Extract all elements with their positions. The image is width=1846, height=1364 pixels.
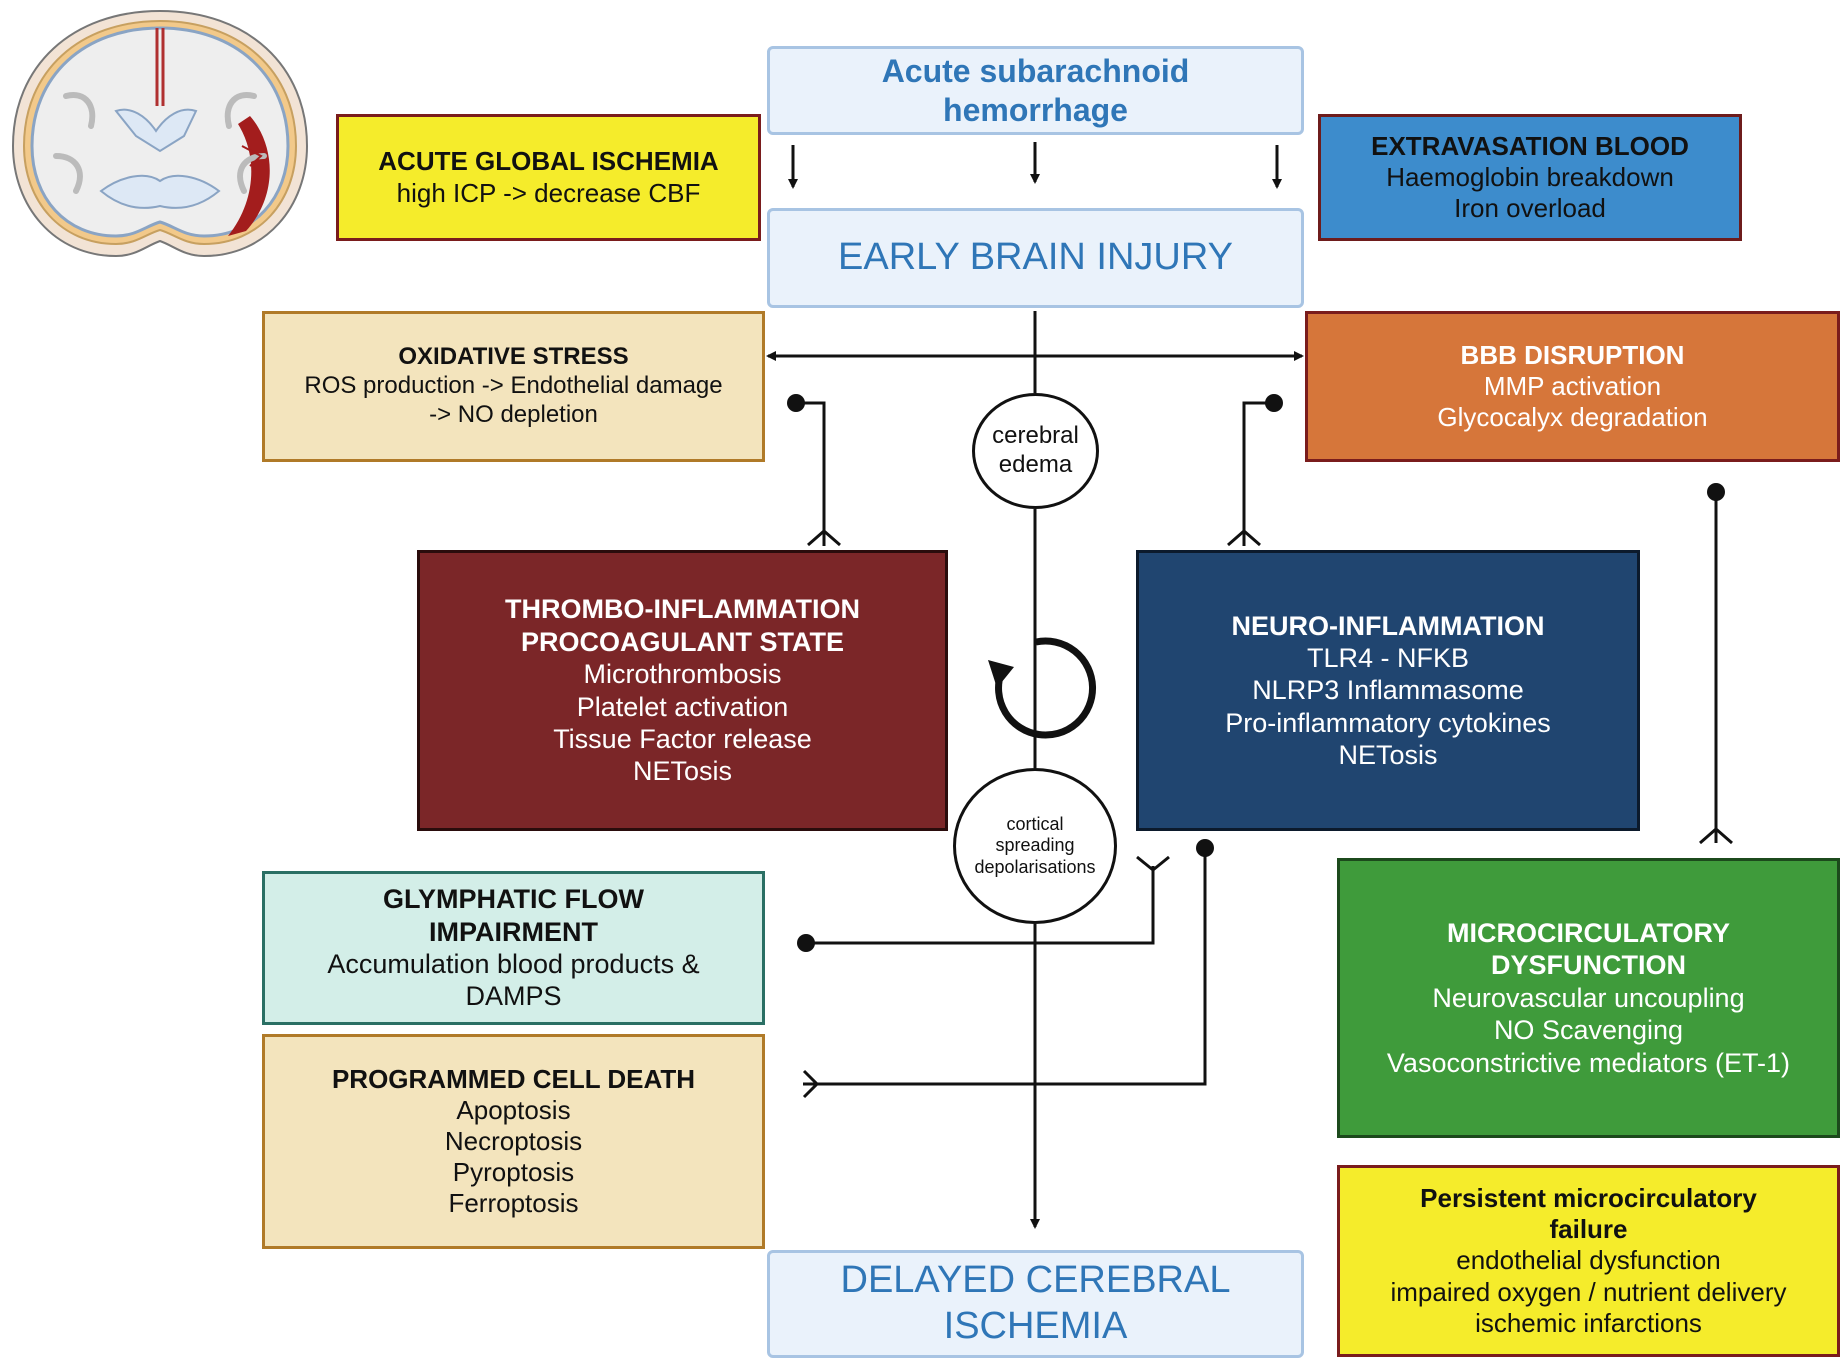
thrombo-line-3: Tissue Factor release [553, 723, 812, 754]
node-microcirculatory-dysfunction: MICROCIRCULATORY DYSFUNCTION Neurovascul… [1337, 858, 1840, 1138]
persistent-title-2: failure [1549, 1214, 1628, 1245]
csd-line-2: spreading [995, 835, 1075, 856]
link-glymphatic [806, 866, 1155, 945]
microcirc-line-2: NO Scavenging [1493, 1015, 1684, 1046]
neuro-line-4: NETosis [1338, 740, 1438, 771]
edema-line-2: edema [998, 451, 1073, 478]
glymphatic-line-1: Accumulation blood products & [327, 949, 700, 979]
circular-cycle-arrow-icon [995, 637, 1097, 739]
neuro-title: NEURO-INFLAMMATION [1231, 610, 1545, 641]
glymphatic-line-2: DAMPS [465, 981, 562, 1012]
bbb-title: BBB DISRUPTION [1460, 339, 1685, 370]
cell-death-title: PROGRAMMED CELL DEATH [331, 1063, 696, 1094]
node-cerebral-edema: cerebral edema [972, 393, 1099, 509]
node-acute-sah: Acute subarachnoid hemorrhage [767, 46, 1304, 135]
thrombo-line-4: NETosis [632, 756, 733, 787]
persistent-line-1: endothelial dysfunction [1456, 1245, 1721, 1276]
microcirc-title-1: MICROCIRCULATORY [1447, 918, 1730, 949]
global-ischemia-line-1: high ICP -> decrease CBF [396, 177, 701, 208]
csd-line-1: cortical [1006, 813, 1064, 834]
node-delayed-cerebral-ischemia: DELAYED CEREBRAL ISCHEMIA [767, 1250, 1304, 1358]
dci-line-1: DELAYED CEREBRAL [840, 1259, 1231, 1302]
microcirc-line-3: Vasoconstrictive mediators (ET-1) [1386, 1047, 1791, 1078]
node-thrombo-inflammation: THROMBO-INFLAMMATION PROCOAGULANT STATE … [417, 550, 948, 831]
neuro-line-2: NLRP3 Inflammasome [1252, 675, 1524, 706]
oxidative-line-2: -> NO depletion [429, 400, 598, 428]
cell-death-line-2: Necroptosis [444, 1125, 583, 1156]
early-brain-injury-title: EARLY BRAIN INJURY [838, 236, 1233, 279]
edema-line-1: cerebral [992, 422, 1079, 450]
node-oxidative-stress: OXIDATIVE STRESS ROS production -> Endot… [262, 311, 765, 462]
thrombo-line-1: Microthrombosis [583, 659, 782, 690]
glymphatic-title-1: GLYMPHATIC FLOW [383, 884, 644, 915]
node-programmed-cell-death: PROGRAMMED CELL DEATH Apoptosis Necropto… [262, 1034, 765, 1249]
node-extravasation-blood: EXTRAVASATION BLOOD Haemoglobin breakdow… [1318, 114, 1742, 241]
thrombo-line-2: Platelet activation [576, 691, 789, 722]
persistent-title-1: Persistent microcirculatory [1420, 1183, 1757, 1214]
csd-line-3: depolarisations [974, 856, 1096, 877]
cell-death-line-1: Apoptosis [456, 1094, 571, 1125]
node-persistent-microcirculatory-failure: Persistent microcirculatory failure endo… [1337, 1165, 1840, 1357]
node-glymphatic-flow: GLYMPHATIC FLOW IMPAIRMENT Accumulation … [262, 871, 765, 1025]
brain-coronal-section-icon [11, 9, 309, 258]
cell-death-line-3: Pyroptosis [452, 1157, 575, 1188]
global-ischemia-title: ACUTE GLOBAL ISCHEMIA [378, 146, 719, 177]
thrombo-title-1: THROMBO-INFLAMMATION [505, 594, 860, 625]
link-oxidative-thrombo [796, 401, 826, 546]
node-bbb-disruption: BBB DISRUPTION MMP activation Glycocalyx… [1305, 311, 1840, 462]
node-neuro-inflammation: NEURO-INFLAMMATION TLR4 - NFKB NLRP3 Inf… [1136, 550, 1640, 831]
acute-sah-line-1: Acute subarachnoid [881, 53, 1190, 90]
neuro-line-1: TLR4 - NFKB [1306, 642, 1470, 673]
node-acute-global-ischemia: ACUTE GLOBAL ISCHEMIA high ICP -> decrea… [336, 114, 761, 241]
link-cell-death [803, 848, 1207, 1086]
dci-line-2: ISCHEMIA [943, 1305, 1128, 1347]
neuro-line-3: Pro-inflammatory cytokines [1225, 707, 1551, 738]
microcirc-title-2: DYSFUNCTION [1491, 950, 1686, 981]
extravasation-line-2: Iron overload [1454, 193, 1606, 224]
node-early-brain-injury: EARLY BRAIN INJURY [767, 208, 1304, 308]
node-cortical-spreading-depolarisations: cortical spreading depolarisations [953, 768, 1117, 924]
link-bbb-neuro [1242, 401, 1274, 546]
persistent-line-3: ischemic infarctions [1475, 1307, 1702, 1338]
thrombo-title-2: PROCOAGULANT STATE [521, 626, 844, 657]
acute-sah-line-2: hemorrhage [943, 91, 1128, 128]
oxidative-line-1: ROS production -> Endothelial damage [304, 372, 723, 400]
extravasation-title: EXTRAVASATION BLOOD [1371, 130, 1689, 161]
microcirc-line-1: Neurovascular uncoupling [1432, 982, 1745, 1013]
glymphatic-title-2: IMPAIRMENT [429, 916, 598, 947]
cell-death-line-4: Ferroptosis [448, 1188, 579, 1219]
bbb-line-1: MMP activation [1483, 370, 1662, 401]
bbb-line-2: Glycocalyx degradation [1437, 402, 1708, 433]
extravasation-line-1: Haemoglobin breakdown [1386, 161, 1674, 192]
oxidative-title: OXIDATIVE STRESS [398, 343, 629, 371]
persistent-line-2: impaired oxygen / nutrient delivery [1390, 1276, 1787, 1307]
